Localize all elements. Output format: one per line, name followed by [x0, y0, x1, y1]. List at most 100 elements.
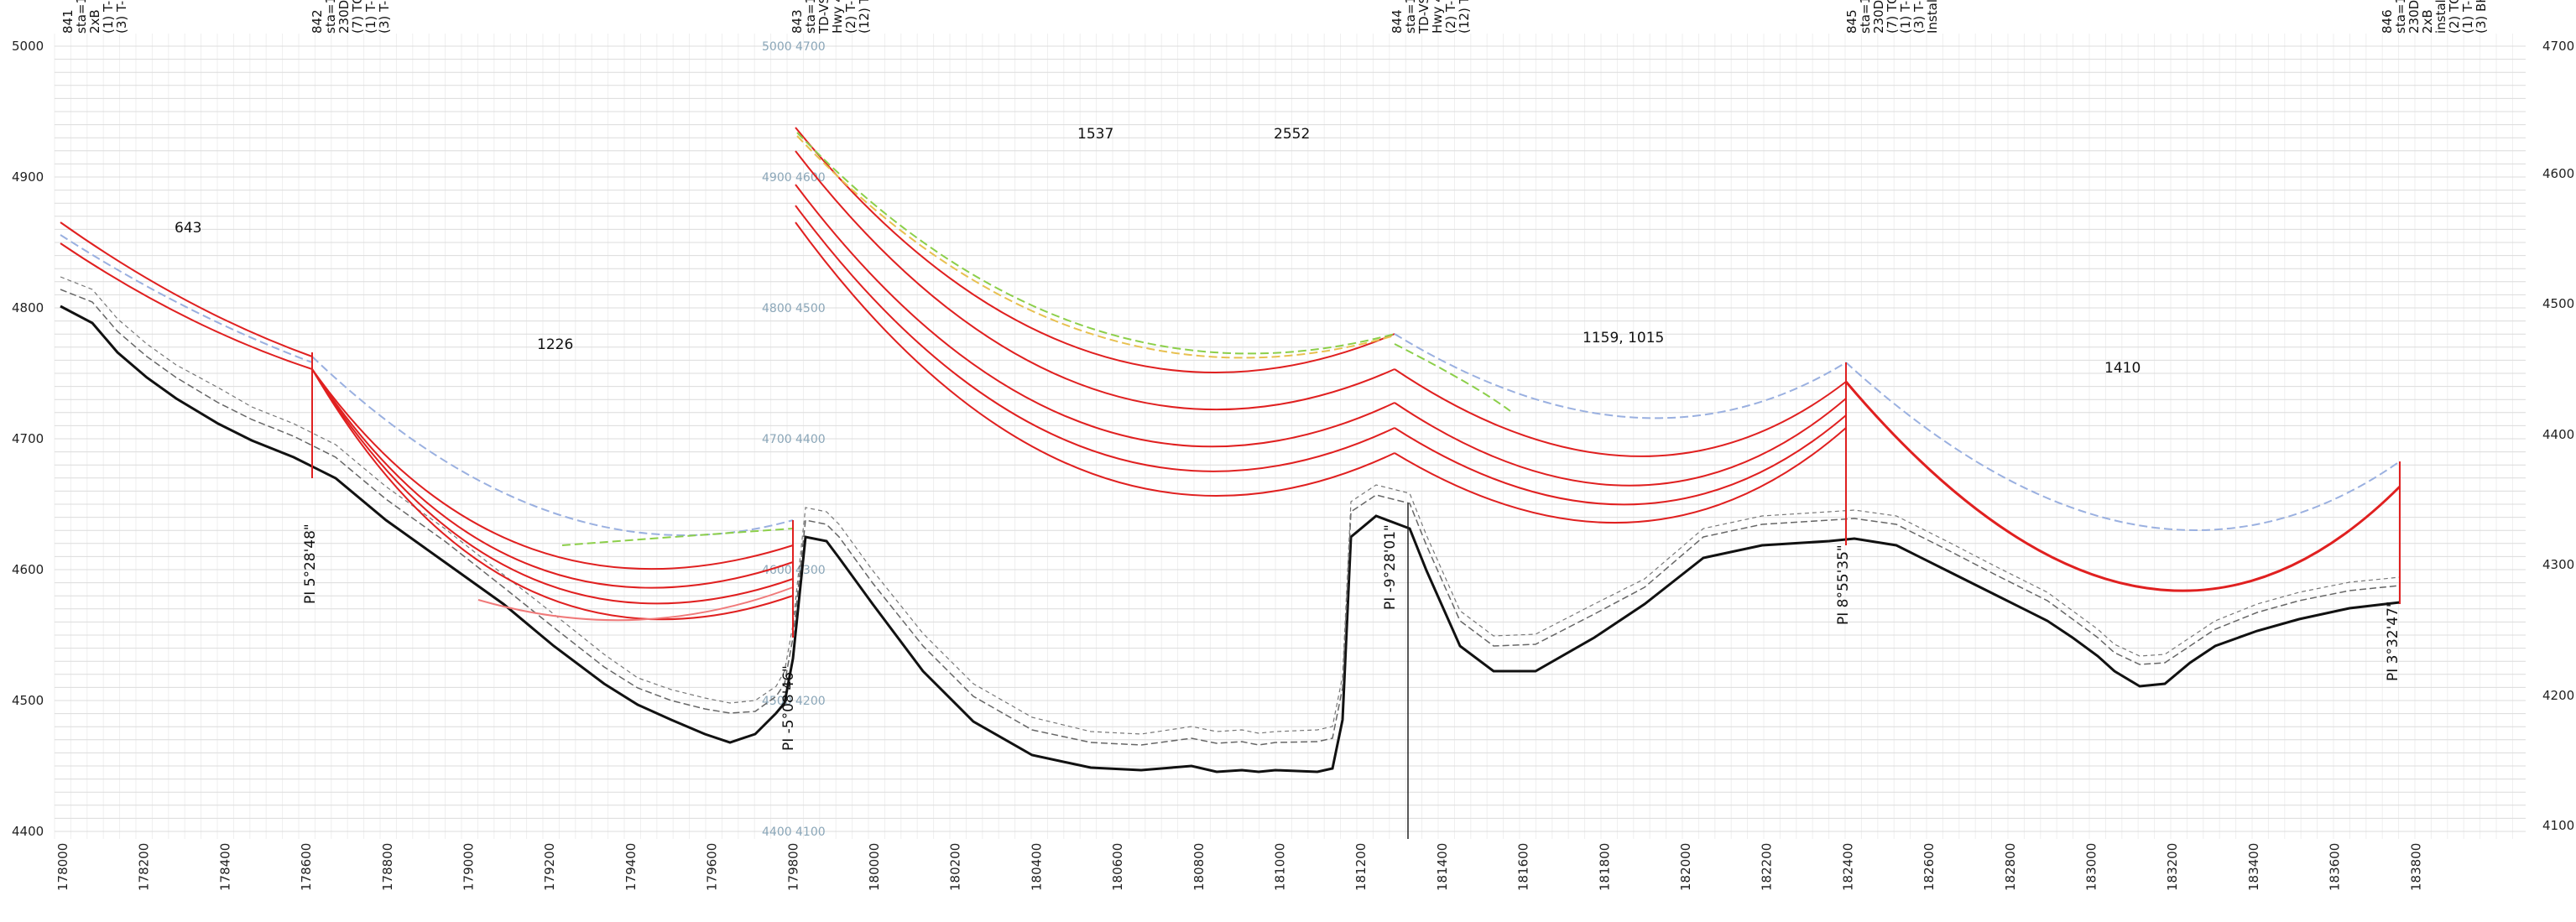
axis-label: 4500	[795, 302, 826, 315]
conductor-line	[795, 221, 1395, 497]
conductor-line	[561, 528, 794, 546]
grid	[54, 34, 2526, 839]
pi-label: PI -5°08'46"	[780, 665, 797, 751]
pi-labels: PI 5°28'48" PI -5°08'46" PI -9°28'01" PI…	[302, 524, 2401, 751]
ground-offset-line	[60, 289, 2401, 746]
station-tick-label: 180000	[867, 843, 882, 891]
station-tick-label: 178800	[380, 843, 395, 891]
structure-846: 846 sta=183982.74 230DC 2xB install swin…	[2380, 0, 2489, 34]
conductor-line	[1394, 414, 1847, 506]
left-elevation-axis: 5000 4900 4800 4700 4600 4500 4400	[12, 39, 44, 839]
conductor-spans	[60, 127, 2401, 839]
axis-label: 4400	[2542, 427, 2574, 442]
axis-label: 4400	[762, 826, 792, 839]
axis-label: 4400	[795, 433, 826, 446]
station-tick-label: 179600	[705, 843, 720, 891]
conductor-line	[60, 242, 313, 370]
span-labels: 643 1226 1537 2552 1159, 1015 1410	[175, 126, 2141, 377]
station-tick-label: 183800	[2408, 843, 2423, 891]
conductor-line	[1394, 368, 1847, 457]
station-tick-label: 181400	[1435, 843, 1450, 891]
span-label: 1159, 1015	[1583, 330, 1664, 346]
station-tick-label: 179800	[785, 843, 800, 891]
station-tick-label: 183600	[2328, 843, 2343, 891]
axis-label: 4700	[2542, 39, 2574, 54]
span-label: 1226	[537, 336, 573, 353]
axis-label: 4600	[762, 564, 792, 577]
station-tick-label: 181200	[1353, 843, 1369, 891]
axis-label: 4900	[762, 171, 792, 185]
station-tick-label: 182400	[1840, 843, 1855, 891]
conductor-line	[311, 368, 794, 605]
ground-profile	[60, 276, 2401, 774]
right-elevation-axis: 4700 4600 4500 4400 4300 4200 4100	[2542, 39, 2574, 833]
station-tick-label: 182600	[1922, 843, 1937, 891]
conductor-line	[795, 127, 1395, 373]
station-tick-label: 178400	[217, 843, 232, 891]
axis-label: 4600	[12, 562, 44, 577]
axis-label: 4500	[2542, 296, 2574, 311]
axis-label: 4400	[12, 824, 44, 839]
station-tick-label: 178600	[299, 843, 314, 891]
structure-843: 843 sta=179977.37 TD-VSE6C Hwy 44 xing A…	[790, 0, 872, 34]
station-tick-label: 179000	[461, 843, 477, 891]
conductor-line	[1394, 427, 1847, 524]
axis-label: 4700	[762, 433, 792, 446]
span-label: 643	[175, 220, 201, 237]
conductor-line	[796, 135, 1395, 359]
conductor-line	[311, 356, 794, 537]
station-tick-label: 182000	[1678, 843, 1693, 891]
station-tick-label: 181600	[1516, 843, 1531, 891]
axis-label: 4100	[2542, 818, 2574, 833]
station-tick-label: 182200	[1760, 843, 1775, 891]
station-tick-label: 180200	[948, 843, 963, 891]
axis-label: 4700	[12, 431, 44, 446]
axis-label: 4500	[12, 693, 44, 708]
station-tick-label: 183000	[2084, 843, 2099, 891]
conductor-line	[1845, 362, 2401, 531]
conductor-line	[796, 132, 1395, 355]
station-tick-label: 182800	[2003, 843, 2018, 891]
station-tick-label: 178000	[55, 843, 70, 891]
axis-label: 4600	[795, 171, 826, 185]
pi-label: PI 3°32'47"	[2385, 601, 2401, 681]
conductor-line	[311, 368, 794, 570]
conductor-line	[60, 221, 313, 357]
structure-annotations: 841 sta=178007.74 2xB (1) T-4A, T-4FB (3…	[60, 0, 2489, 34]
axis-label: 4300	[2542, 557, 2574, 572]
conductor-line	[1844, 381, 2401, 592]
pi-label: PI 5°28'48"	[302, 524, 319, 604]
ground-offset-line	[60, 276, 2401, 735]
conductor-line	[795, 150, 1395, 410]
conductor-line	[795, 184, 1395, 448]
station-tick-label: 183200	[2165, 843, 2180, 891]
station-tick-label: 180400	[1029, 843, 1044, 891]
axis-label: 4900	[12, 169, 44, 185]
conductor-line	[1394, 333, 1847, 419]
axis-label: 5000	[762, 40, 792, 54]
axis-label: 4800	[12, 300, 44, 315]
axis-label: 4600	[2542, 166, 2574, 181]
conductor-line	[795, 205, 1395, 472]
station-tick-label: 183400	[2246, 843, 2261, 891]
middle-elevation-axis: 5000 4700 4900 4600 4800 4500 4700 4400 …	[762, 40, 826, 839]
station-tick-label: 179400	[623, 843, 639, 891]
conductor-line	[60, 234, 313, 363]
structure-841: 841 sta=178007.74 2xB (1) T-4A, T-4FB (3…	[60, 0, 129, 34]
pi-label: PI -9°28'01"	[1382, 524, 1399, 610]
station-tick-label: 181800	[1597, 843, 1612, 891]
conductor-line	[477, 586, 794, 622]
axis-label: 4100	[795, 826, 826, 839]
station-tick-label: 180800	[1192, 843, 1207, 891]
conductor-line	[1394, 343, 1511, 412]
axis-label: 5000	[12, 39, 44, 54]
structure-844: 844 sta=181414.22 TD-VSE6C Hwy 44 xing B…	[1390, 0, 1472, 34]
structure-842: 842 sta=178651.04 230D (7) TG-1 (1) T-4B…	[310, 0, 392, 34]
axis-label: 4700	[795, 40, 826, 54]
span-label: 1537	[1077, 126, 1113, 143]
structure-845: 845 sta=182573.01 230D (7) TG-1 (1) T-4B…	[1844, 0, 1940, 34]
conductor-line	[311, 368, 794, 589]
conductor-line	[311, 368, 794, 621]
